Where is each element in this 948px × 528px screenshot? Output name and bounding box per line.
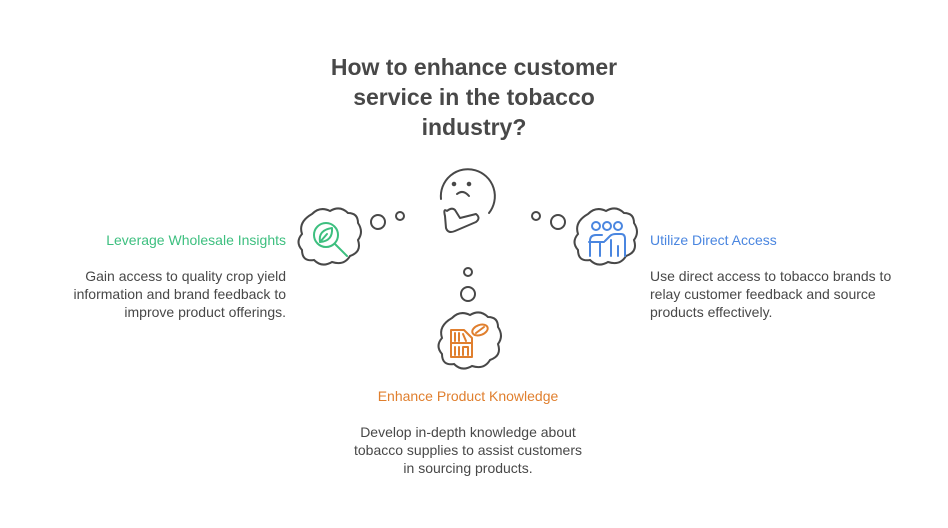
page-title: How to enhance customer service in the t…: [274, 52, 674, 142]
description-line: relay customer feedback and source: [650, 286, 876, 302]
cloud-bottom: [437, 311, 502, 370]
branch-right-description: Use direct access to tobacco brands to r…: [650, 267, 891, 321]
branch-bottom-heading: Enhance Product Knowledge: [377, 388, 559, 404]
description-line: Use direct access to tobacco brands to: [650, 268, 892, 284]
description-line: Develop in-depth knowledge about: [360, 424, 576, 440]
description-line: improve product offerings.: [124, 304, 286, 320]
leaf-magnifier-icon: [313, 222, 348, 257]
branch-right-heading: Utilize Direct Access: [650, 232, 777, 248]
title-line-1: How to enhance customer: [330, 54, 618, 80]
branch-left-heading: Leverage Wholesale Insights: [106, 232, 286, 248]
title-line-2: service in the tobacco: [353, 84, 595, 110]
thinking-face-icon: [439, 168, 496, 233]
description-line: in sourcing products.: [403, 460, 533, 476]
thought-bubbles-bottom: [460, 267, 476, 302]
branch-left-description: Gain access to quality crop yield inform…: [74, 267, 286, 321]
title-line-3: industry?: [421, 114, 527, 140]
thought-bubbles-left: [370, 211, 405, 230]
cloud-right: [573, 207, 638, 266]
description-line: products effectively.: [650, 304, 773, 320]
thought-bubbles-right: [531, 211, 566, 230]
description-line: Gain access to quality crop yield: [85, 268, 286, 284]
branch-bottom-description: Develop in-depth knowledge about tobacco…: [300, 423, 636, 477]
description-line: information and brand feedback to: [73, 286, 286, 302]
shelf-leaf-icon: [450, 323, 489, 358]
description-line: tobacco supplies to assist customers: [354, 442, 582, 458]
presenter-icon: [588, 221, 626, 257]
